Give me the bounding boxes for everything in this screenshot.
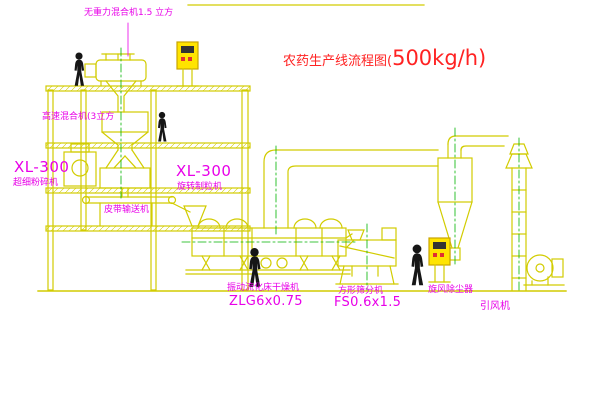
control-panel-lower bbox=[428, 237, 451, 283]
label-fan-name: 引风机 bbox=[480, 301, 510, 312]
label-dryer-name: 振动流化床干燥机 bbox=[227, 283, 300, 293]
fluid-bed-dryer bbox=[183, 205, 355, 275]
control-panel-upper bbox=[176, 41, 199, 87]
worker-figure bbox=[74, 52, 85, 86]
diagram-title-text: 农药生产线流程图( bbox=[283, 54, 393, 69]
induced-draft-fan bbox=[523, 254, 565, 286]
label-high-speed-mixer: 高速混合机(3立方 bbox=[42, 112, 115, 122]
label-pulverizer-model: XL-300 bbox=[14, 158, 70, 176]
exhaust-stack bbox=[505, 143, 533, 291]
label-sieve-name: 方形筛分机 bbox=[338, 286, 384, 296]
worker-figure bbox=[158, 111, 167, 142]
label-granulator-model: XL-300 bbox=[176, 162, 232, 180]
horizontal-mixer bbox=[84, 53, 147, 113]
centerlines bbox=[120, 47, 520, 293]
label-sieve-model: FS0.6x1.5 bbox=[334, 295, 402, 310]
granulator bbox=[99, 167, 151, 198]
worker-figure bbox=[249, 248, 261, 287]
label-cyclone-name: 旋风除尘器 bbox=[428, 285, 474, 295]
exhaust-duct bbox=[263, 149, 439, 229]
frame-structure bbox=[45, 85, 251, 291]
worker-figure bbox=[411, 244, 424, 286]
label-horizontal-mixer: 无重力混合机1.5 立方 bbox=[84, 8, 174, 18]
label-granulator-name: 旋转制粒机 bbox=[177, 182, 223, 192]
belt-conveyor bbox=[81, 195, 191, 227]
label-dryer-model: ZLG6x0.75 bbox=[229, 294, 303, 309]
diagram-title-capacity: 500kg/h) bbox=[392, 46, 487, 70]
pulverizer bbox=[63, 143, 97, 187]
high-speed-mixer bbox=[101, 111, 149, 169]
diagram-title: 农药生产线流程图(500kg/h) bbox=[283, 46, 486, 70]
label-belt-conveyor: 皮带输送机 bbox=[104, 205, 150, 215]
label-pulverizer-name: 超细粉碎机 bbox=[13, 178, 59, 188]
